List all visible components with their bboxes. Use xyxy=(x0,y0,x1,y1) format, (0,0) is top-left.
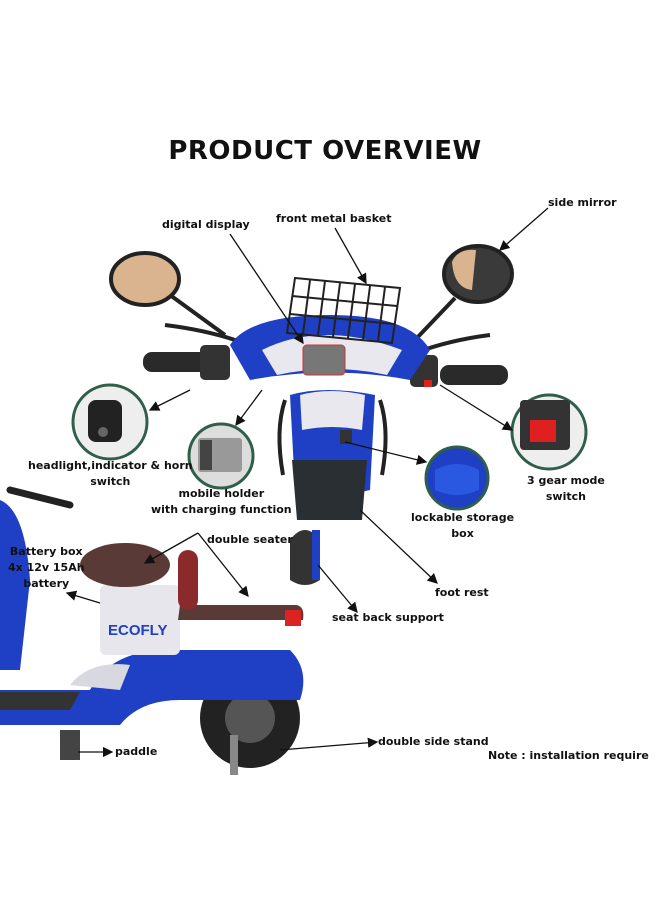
label-line: 4x 12v 15Ah xyxy=(8,561,85,574)
label-seat-back-support: seat back support xyxy=(332,611,444,624)
label-line: mobile holder xyxy=(178,487,265,500)
ecofly-logo: ECOFLY xyxy=(108,622,167,639)
inset-gear-switch xyxy=(510,393,588,471)
label-double-seater: double seater xyxy=(207,533,293,546)
label-gear-switch: 3 gear mode switch xyxy=(527,473,605,505)
label-line: headlight,indicator & horn xyxy=(28,459,193,472)
inset-storage-box xyxy=(424,445,490,511)
inset-headlight-switch xyxy=(71,383,149,461)
label-mobile-holder: mobile holder with charging function xyxy=(151,486,292,518)
label-line: with charging function xyxy=(151,503,292,516)
label-line: lockable storage xyxy=(411,511,515,524)
label-line: Battery box xyxy=(9,545,83,558)
label-front-metal-basket: front metal basket xyxy=(276,212,392,225)
callout-arrows xyxy=(65,207,549,758)
label-headlight-switch: headlight,indicator & horn switch xyxy=(28,458,193,490)
label-digital-display: digital display xyxy=(162,218,250,231)
scooter-side: ECOFLY xyxy=(0,486,320,775)
label-paddle: paddle xyxy=(115,745,158,758)
label-line: battery xyxy=(23,577,70,590)
label-double-side-stand: double side stand xyxy=(378,735,489,748)
label-lockable-storage: lockable storage box xyxy=(411,510,514,542)
label-battery-box: Battery box 4x 12v 15Ah battery xyxy=(8,544,85,592)
page-title: PRODUCT OVERVIEW xyxy=(168,136,482,166)
label-foot-rest: foot rest xyxy=(435,586,489,599)
left-mirror xyxy=(109,251,227,337)
handlebar xyxy=(143,323,508,387)
label-line: box xyxy=(451,527,474,540)
right-mirror xyxy=(413,244,514,342)
label-line: 3 gear mode xyxy=(527,474,605,487)
label-line: switch xyxy=(90,475,131,488)
installation-note: Note : installation require xyxy=(488,749,649,762)
label-side-mirror: side mirror xyxy=(548,196,617,209)
front-basket xyxy=(285,276,402,345)
label-line: switch xyxy=(545,490,586,503)
inset-mobile-holder xyxy=(187,422,255,490)
